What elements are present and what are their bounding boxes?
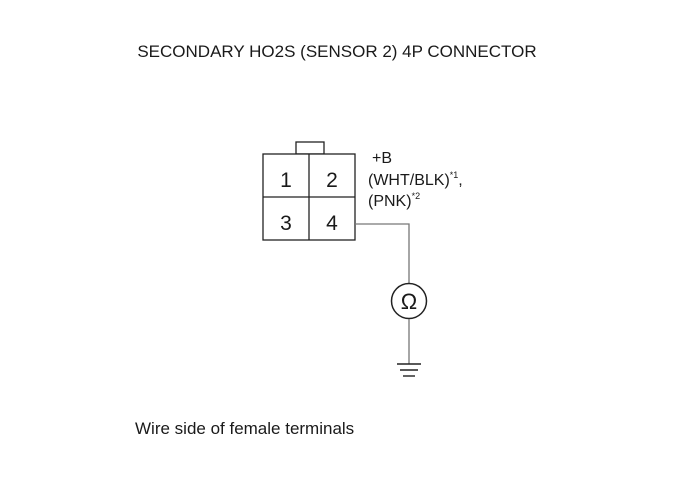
footnote-2-mark: *2	[412, 191, 421, 201]
terminal-4-label: +B (WHT/BLK)*1, (PNK)*2	[368, 150, 463, 210]
diagram-title: SECONDARY HO2S (SENSOR 2) 4P CONNECTOR	[137, 42, 536, 61]
terminal-voltage-label: +B	[372, 150, 392, 167]
wire-color-separator: ,	[458, 172, 462, 189]
connector-lock-tab	[295, 141, 325, 155]
pin-4-label: 4	[326, 212, 338, 235]
ohm-symbol: Ω	[401, 289, 417, 314]
diagram-caption: Wire side of female terminals	[135, 419, 354, 438]
ohmmeter-icon: Ω	[390, 282, 428, 320]
wire-color-1: (WHT/BLK)	[368, 172, 450, 189]
pin-2-label: 2	[326, 169, 338, 192]
wire-color-2: (PNK)	[368, 193, 412, 210]
wire-color-line-2: (PNK)*2	[368, 191, 420, 210]
ground-icon	[397, 363, 421, 377]
ohmmeter-circle	[390, 282, 428, 320]
test-lead-wire	[355, 223, 410, 283]
wire-color-line-1: (WHT/BLK)*1,	[368, 170, 463, 189]
pin-3-label: 3	[280, 212, 292, 235]
footnote-1-mark: *1	[450, 170, 459, 180]
connector-4p: 1 2 3 4	[262, 141, 356, 241]
pin-1-label: 1	[280, 169, 292, 192]
